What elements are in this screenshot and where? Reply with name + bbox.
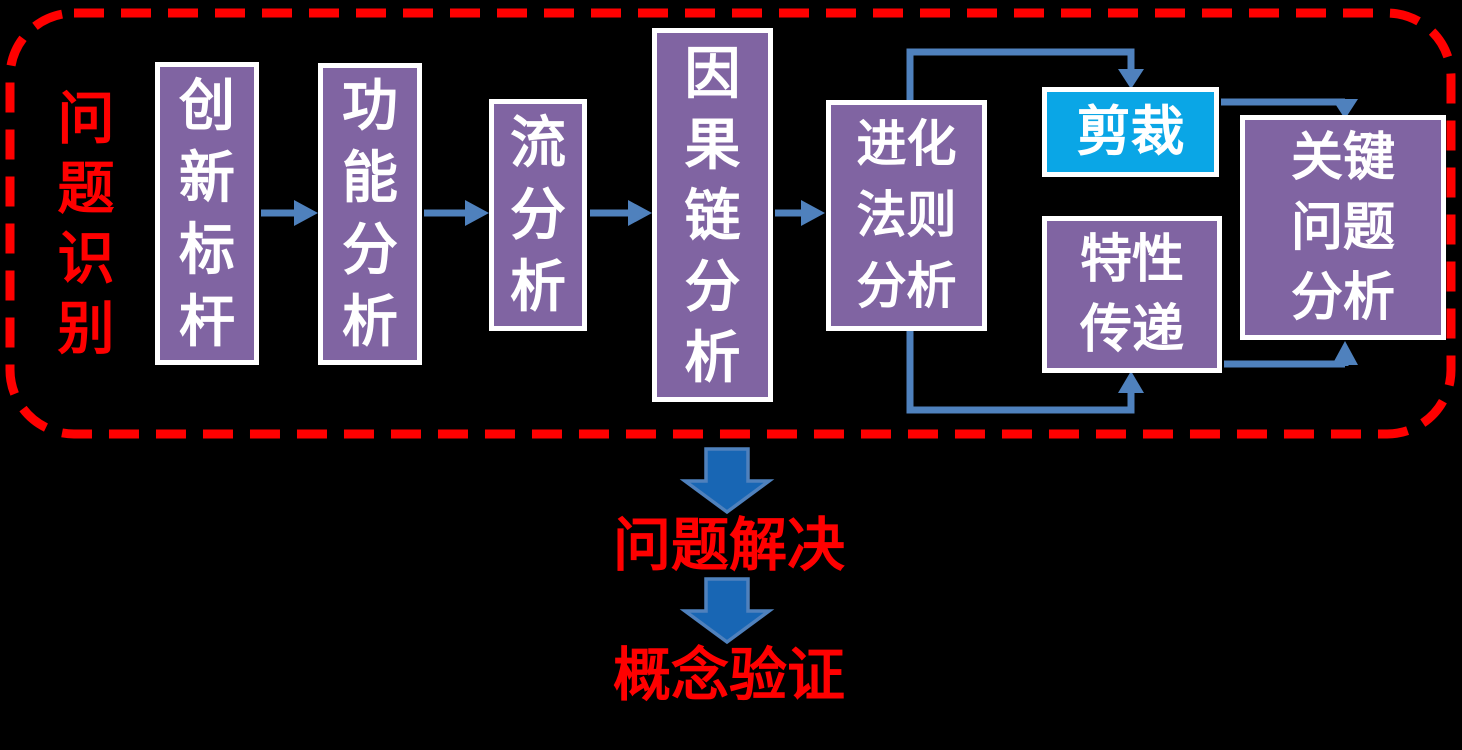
block-arrow-to-problem-solving xyxy=(679,447,775,515)
arrow-flow-to-causal xyxy=(590,200,652,226)
box-characteristic-transfer: 特性 传递 xyxy=(1042,216,1222,373)
label-problem-solving: 问题解决 xyxy=(612,513,845,578)
problem-identification-dashed-border xyxy=(5,8,1456,439)
box-trimming: 剪裁 xyxy=(1042,87,1219,177)
box-key-problem-analysis: 关键 问题 分析 xyxy=(1240,115,1446,340)
block-arrow-to-concept-verification xyxy=(679,577,775,645)
box-causal-chain-analysis: 因 果 链 分 析 xyxy=(652,28,773,402)
connector-trimming-to-key-problem xyxy=(1221,98,1358,119)
box-flow-analysis: 流 分 析 xyxy=(489,99,587,331)
connector-evolution-to-characteristic xyxy=(906,331,1144,414)
arrow-function-to-flow xyxy=(424,200,489,226)
connector-evolution-to-trimming xyxy=(906,48,1144,100)
label-concept-verification: 概念验证 xyxy=(612,643,845,708)
connector-characteristic-to-key-problem xyxy=(1224,341,1358,368)
box-function-analysis: 功 能 分 析 xyxy=(318,63,422,365)
arrow-causal-to-evolution xyxy=(775,200,825,226)
arrow-innovation-to-function xyxy=(261,200,318,226)
box-innovation-benchmark: 创 新 标 杆 xyxy=(155,62,259,365)
stage-label-problem-identification: 问 题 识 别 xyxy=(57,87,115,361)
box-evolution-law-analysis: 进化 法则 分析 xyxy=(826,100,987,331)
